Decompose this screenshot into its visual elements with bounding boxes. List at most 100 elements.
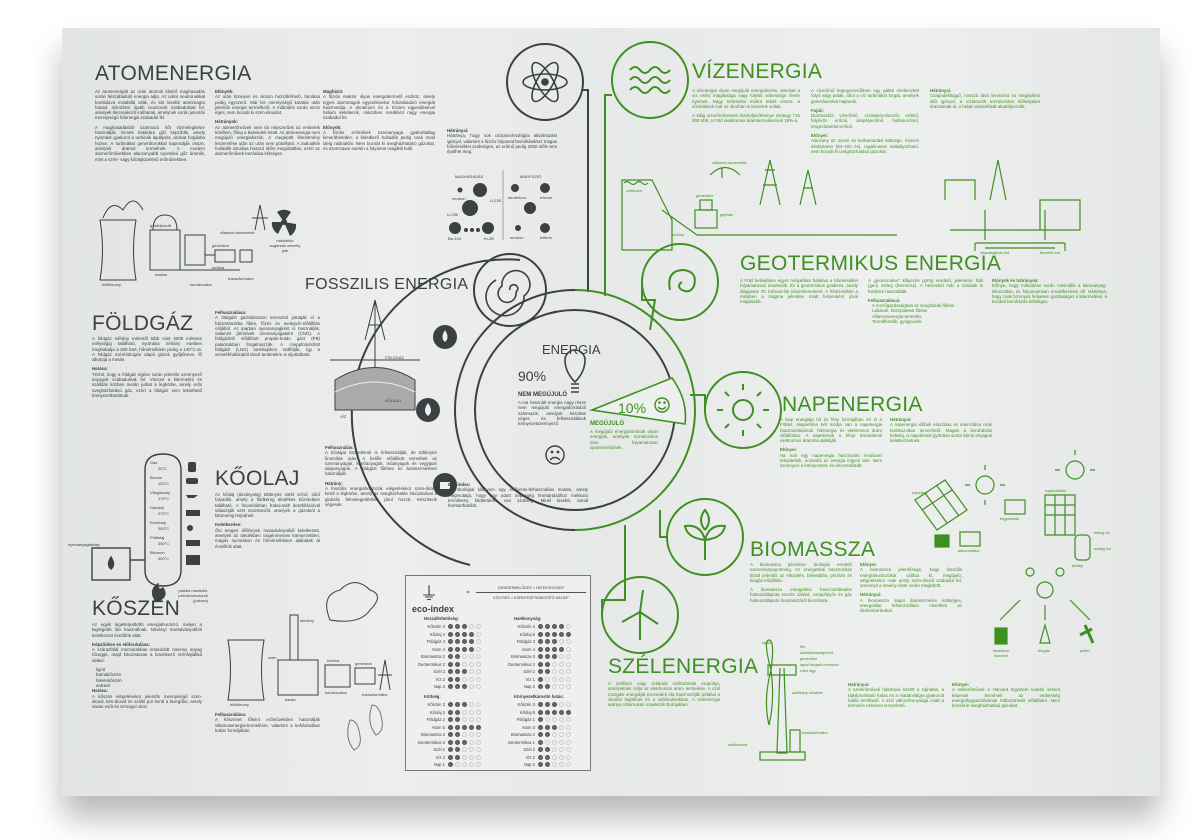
fossil-bullet-icons [416, 325, 457, 497]
rating-dot [566, 676, 571, 682]
rating-dot [559, 661, 564, 667]
rating-dot [559, 654, 564, 660]
rating-dot [469, 754, 474, 760]
paragraph: A Nap energiája hő és fény formájában ér… [780, 417, 882, 444]
eco-rating-row: Biomassza 3 [500, 653, 585, 661]
rating-dot [559, 732, 564, 738]
energy-source-label: Szél 2 [523, 669, 535, 675]
rating-dot [545, 661, 550, 667]
rating-dot [545, 646, 550, 652]
rating-dot [559, 684, 564, 690]
rating-dot [469, 669, 474, 675]
eco-rating-row: Geotermikus 3 [410, 739, 495, 747]
leaf-sprout-icon [683, 508, 727, 560]
diagram-label: KŐOLAJ [385, 398, 401, 403]
rating-dot [566, 654, 571, 660]
rating-dot [566, 639, 571, 645]
diagram-label: villamos távvezeték [712, 160, 747, 165]
rating-dot [448, 654, 453, 660]
subheading: Hátrányai: [890, 417, 912, 422]
coal-use-text: Felhasználása:A kőszenet főként erőművek… [215, 712, 320, 737]
rating-dot [469, 702, 474, 708]
diagram-label: biogáz [1038, 648, 1050, 653]
wind-text-col2: Hátrányai:A szélerőművek hátrányai közöt… [848, 682, 944, 712]
diagram-label: szélsebességmérő [800, 650, 834, 655]
diagram-label: termelő kút [1040, 250, 1060, 255]
eco-index-title: eco-index [412, 604, 455, 614]
paragraph: A fúziós erőművek üzemanyaga gyakorlatil… [323, 130, 435, 151]
subheading: Eco-index: [448, 482, 471, 487]
fission-label: MAGHASADÁS [455, 174, 484, 179]
eco-rating-row: Nap 1 [410, 761, 495, 769]
rating-dot [455, 684, 460, 690]
diagram-label: transzformátor [228, 276, 254, 281]
energy-source-label: Kőolaj 2 [429, 709, 445, 715]
diagram-label: hideg víz [1094, 530, 1111, 535]
geothermal-spiral-icon [668, 268, 696, 293]
list-item: lignit [96, 667, 106, 673]
rating-dot [559, 624, 564, 630]
subheading: Hatása: [92, 688, 108, 694]
rating-dot [552, 747, 557, 753]
rating-dot [469, 661, 474, 667]
rating-dot [469, 724, 474, 730]
diagram-label: hűtőtorony [102, 282, 121, 287]
energy-source-label: Geotermikus 2 [507, 661, 535, 667]
water-text-col2: A vízerőmű legegyszerűbben egy gáttal el… [811, 88, 919, 158]
diagram-label: Ba-144 [448, 236, 461, 241]
rating-dot [448, 702, 453, 708]
energy-source-label: Víz 1 [525, 676, 535, 682]
rating-dot [476, 639, 481, 645]
eco-rating-row: Kőszén 4 [500, 623, 585, 631]
rating-dot [566, 739, 571, 745]
energy-source-label: Víz 2 [525, 754, 535, 760]
nonrenewable-percent: 90% [518, 368, 547, 384]
diagram-label: kémény [300, 618, 315, 623]
rating-dot [448, 724, 453, 730]
rating-dot [476, 717, 481, 723]
geotermikus-heading: GEOTERMIKUS ENERGIA [740, 252, 1002, 275]
rating-dot [552, 661, 557, 667]
subheading: Fajtái: [811, 107, 824, 113]
rating-dot [455, 724, 460, 730]
diagram-label: pellet [1080, 648, 1090, 653]
bio-text-col1: A biomassza jelentése: biológiai eredetű… [750, 562, 852, 607]
rating-dot [469, 717, 474, 723]
rating-dot [538, 762, 543, 768]
fosszilis-heading: FOSSZILIS ENERGIA [305, 276, 469, 293]
eco-rating-row: Szél 2 [500, 668, 585, 676]
wind-text-col3: Előnyei:A szélerőművek a Harvard Egyetem… [952, 682, 1060, 712]
eco-rating-row: Geotermikus 2 [500, 661, 585, 669]
rating-dot [559, 676, 564, 682]
diagram-label: szén [268, 655, 277, 660]
rating-dot [448, 717, 453, 723]
paragraph: A világ vízerőműveinek összteljesítménye… [692, 113, 800, 124]
equals-sign: = [466, 590, 470, 596]
diagram-label: generátor [800, 656, 818, 661]
subheading: Előnyök és hátrányok: [992, 278, 1039, 283]
eco-index-text: Eco-index:Az ökológiai lábnyom egy erőfo… [448, 482, 588, 512]
rating-dot [448, 732, 453, 738]
paragraph: Az atomenergiát az urán atomok kísérő ma… [95, 89, 205, 121]
diagram-label: Kr-89 [484, 236, 494, 241]
rating-dot [559, 747, 564, 753]
energy-source-label: Kőszén 4 [517, 624, 535, 630]
diagram-label: gépház [720, 212, 734, 217]
list-item: antracit [96, 682, 111, 688]
fraction-name: Kenőolaj [150, 520, 166, 525]
coal-plant-diagram [227, 582, 392, 701]
rating-dot [462, 684, 467, 690]
subheading: Előnyök: [323, 124, 342, 130]
rating-dot [469, 654, 474, 660]
rating-dot [476, 631, 481, 637]
eco-rating-row: Biomassza 2 [410, 731, 495, 739]
rating-dot [448, 669, 453, 675]
paragraph: A kőolajat közvetlenül is felhasználják,… [325, 450, 437, 477]
rating-dot [566, 702, 571, 708]
rating-dot [566, 646, 571, 652]
fossil-icon-circle [473, 253, 547, 327]
rating-dot [538, 631, 543, 637]
diagram-label: turbina [212, 265, 225, 270]
